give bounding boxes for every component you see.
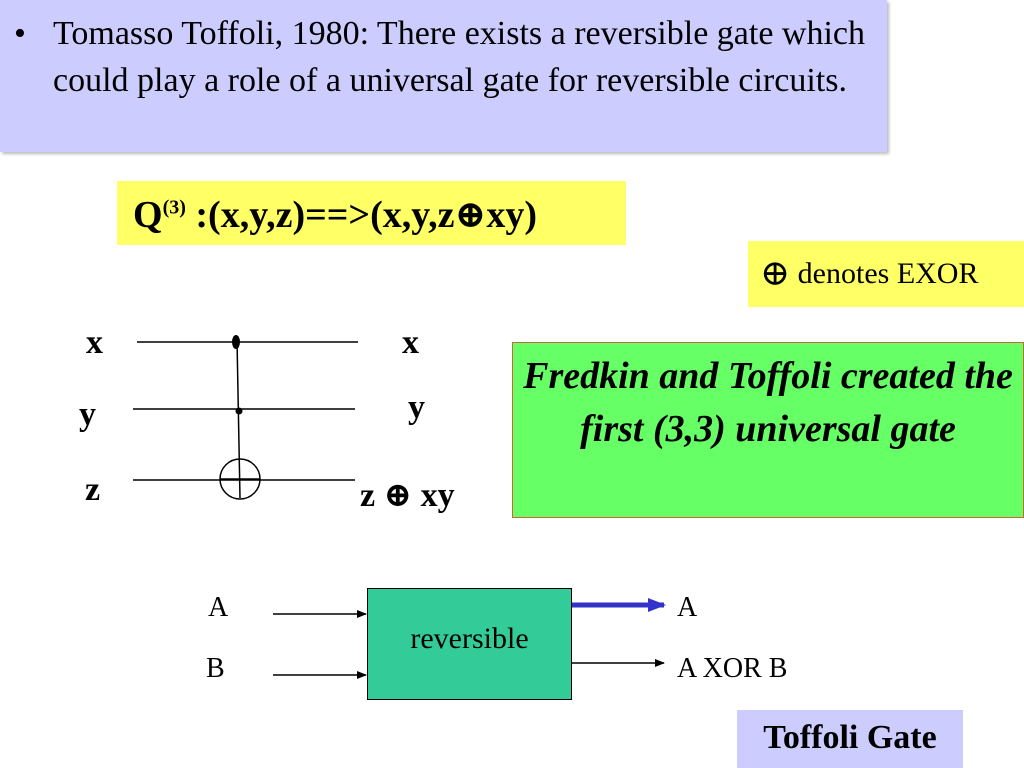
toffoli-formula: Q(3) :(x,y,z)==>(x,y,z⊕xy) [133, 191, 537, 237]
circuit-output-x: x [402, 324, 419, 361]
exor-note: ⊕ denotes EXOR [760, 252, 978, 294]
circuit-input-z: z [85, 471, 101, 508]
bullet-marker: • [14, 15, 26, 52]
block-output-A-xor-B: A XOR B [677, 653, 788, 684]
block-output-A: A [677, 592, 698, 623]
control-line [236, 339, 241, 499]
exor-note-text: denotes EXOR [790, 257, 979, 290]
intro-box [0, 0, 887, 152]
circuit-output-z-xor-xy: z ⊕ xy [360, 477, 455, 514]
toffoli-caption-box [737, 710, 963, 768]
circuit-input-x: x [86, 324, 103, 361]
reversible-gate-label: reversible [410, 622, 529, 655]
control-dot-x [232, 335, 240, 349]
xor-symbol-icon: ⊕ [760, 253, 791, 293]
circuit-output-y: y [408, 389, 425, 426]
formula-box [117, 181, 626, 245]
formula-superscript: (3) [162, 196, 186, 219]
exor-note-box [748, 241, 1024, 307]
reversible-gate-box [367, 588, 572, 700]
formula-mapping: :(x,y,z)==>(x,y,z⊕xy) [185, 194, 538, 236]
control-dot-y [235, 407, 243, 415]
fredkin-note-text: Fredkin and Toffoli created the first (3… [523, 355, 1013, 450]
formula-q: Q [133, 194, 163, 236]
fredkin-note-box [512, 342, 1024, 518]
block-input-B: B [206, 653, 225, 684]
toffoli-caption: Toffoli Gate [763, 719, 937, 756]
block-input-A: A [208, 592, 229, 623]
intro-text: Tomasso Toffoli, 1980: There exists a re… [53, 15, 865, 99]
circuit-input-y: y [79, 396, 96, 433]
